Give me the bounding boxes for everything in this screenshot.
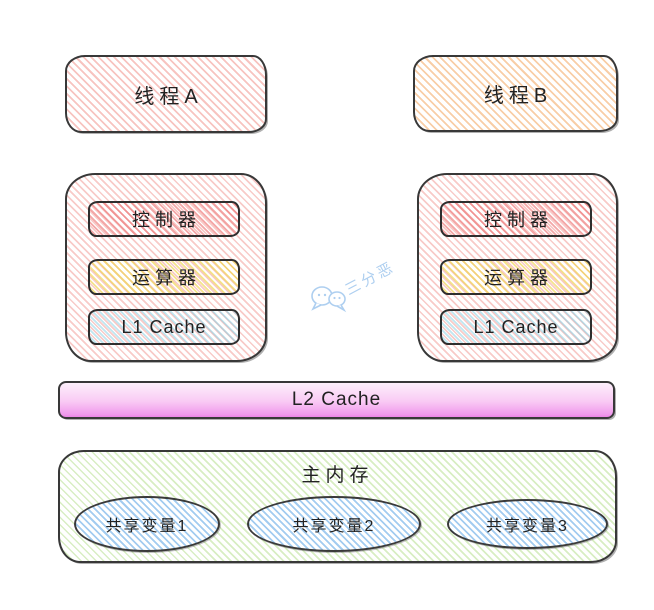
thread-a-box: 线程A xyxy=(65,55,267,133)
l2-cache-bar: L2 Cache xyxy=(58,381,615,419)
wechat-chat-bubbles-icon xyxy=(311,286,347,313)
cpu-a-box: 控制器 运算器 L1 Cache xyxy=(65,173,267,362)
main-memory-box: 主内存 共享变量1 共享变量2 共享变量3 xyxy=(58,450,617,563)
alu-label: 运算器 xyxy=(132,268,201,288)
cpu-b-controller-box: 控制器 xyxy=(440,201,592,237)
thread-b-box: 线程B xyxy=(413,55,618,132)
shared-variable-3-label: 共享变量3 xyxy=(486,518,569,535)
watermark-text: 三分恶 xyxy=(342,258,399,299)
controller-label: 控制器 xyxy=(484,210,553,230)
shared-variable-2-label: 共享变量2 xyxy=(292,518,376,535)
thread-a-label: 线程A xyxy=(134,85,203,108)
cpu-b-alu-box: 运算器 xyxy=(440,259,592,295)
watermark: 三分恶 xyxy=(302,258,412,320)
main-memory-title: 主内存 xyxy=(301,465,374,486)
l1-cache-label: L1 Cache xyxy=(121,316,207,337)
cpu-b-l1-cache-box: L1 Cache xyxy=(440,309,592,345)
cpu-a-alu-box: 运算器 xyxy=(88,259,240,295)
shared-variable-2-ellipse: 共享变量2 xyxy=(247,496,421,552)
alu-label: 运算器 xyxy=(484,268,553,288)
thread-b-label: 线程B xyxy=(483,85,553,107)
shared-variable-3-ellipse: 共享变量3 xyxy=(447,499,608,549)
cpu-b-box: 控制器 运算器 L1 Cache xyxy=(417,173,618,362)
l2-cache-label: L2 Cache xyxy=(291,389,382,410)
controller-label: 控制器 xyxy=(132,210,201,230)
shared-variable-1-label: 共享变量1 xyxy=(105,518,189,535)
shared-variable-1-ellipse: 共享变量1 xyxy=(74,496,220,552)
cpu-a-l1-cache-box: L1 Cache xyxy=(88,309,240,345)
cpu-a-controller-box: 控制器 xyxy=(88,201,240,237)
l1-cache-label: L1 Cache xyxy=(473,316,559,337)
